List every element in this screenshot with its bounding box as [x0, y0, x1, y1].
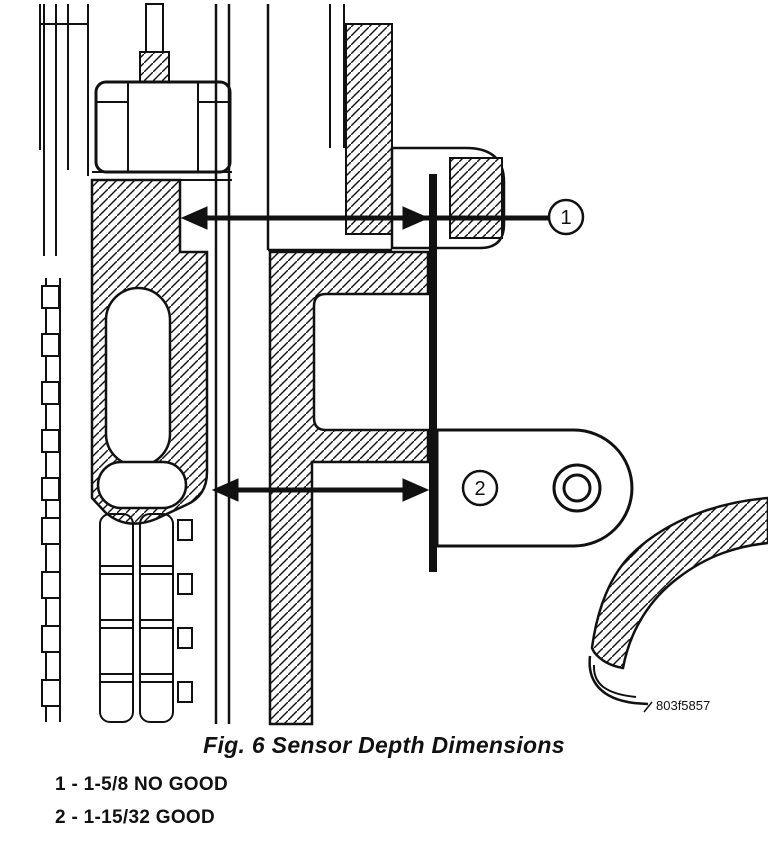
callout-1-label: 1 [560, 207, 571, 229]
chain-run-left [41, 278, 61, 722]
image-code: 803f5857 [656, 698, 710, 713]
dimension-arrow-1 [180, 206, 549, 230]
lower-right-flange-section [588, 496, 768, 713]
arrowhead-right-icon [402, 478, 430, 502]
sprocket-hub-section [90, 178, 209, 525]
arrowhead-left-icon [211, 478, 239, 502]
arrowhead-left-icon [180, 206, 208, 230]
figure-caption: Fig. 6 Sensor Depth Dimensions [203, 732, 565, 758]
callout-1: 1 [547, 198, 585, 236]
upper-case-section [268, 4, 506, 252]
chain-links [41, 513, 193, 723]
sensor-bracket [435, 428, 634, 548]
depth-gauge-line [429, 174, 437, 572]
bracket-hole-inner [562, 473, 592, 503]
housing-wall-lines [214, 4, 270, 724]
sensor-depth-diagram: 1 2 803f5857 [39, 3, 768, 726]
callout-2: 2 [461, 469, 499, 507]
pivot-bolt [92, 3, 232, 181]
legend-item-2: 2 - 1-15/32 GOOD [55, 807, 216, 828]
figure-legend: 1 - 1-5/8 NO GOOD 2 - 1-15/32 GOOD [55, 774, 768, 829]
legend-item-1: 1 - 1-5/8 NO GOOD [55, 774, 228, 795]
callout-2-label: 2 [474, 478, 485, 500]
arrowhead-right-icon [402, 206, 430, 230]
left-shaft-lines [39, 4, 89, 256]
sensor-boss-section [268, 250, 430, 726]
dimension-arrow-2 [211, 478, 430, 502]
